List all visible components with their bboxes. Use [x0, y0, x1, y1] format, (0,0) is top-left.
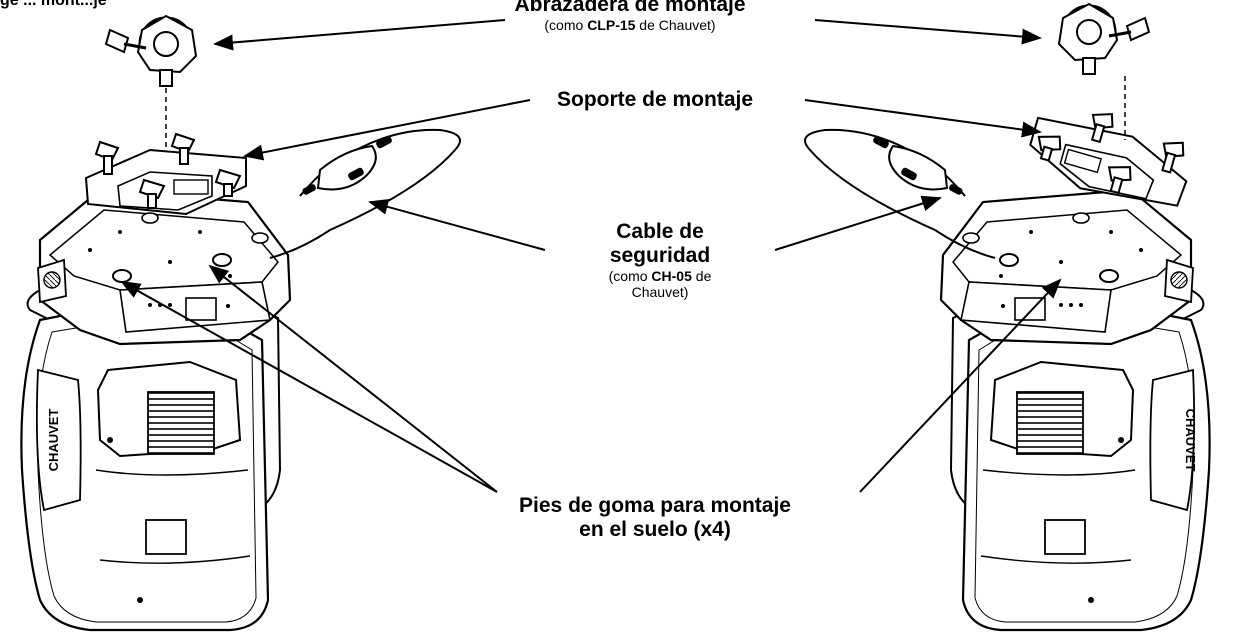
- right-mounting-clamp: [1057, 2, 1151, 76]
- arrow-feet-left-1: [120, 281, 498, 493]
- rubber-feet-label: Pies de goma para montaje en el suelo (x…: [455, 494, 855, 542]
- left-safety-cable: [269, 128, 461, 259]
- right-fixture-assembly: [804, 2, 1211, 632]
- clamp-label-subtitle: (como CLP-15 de Chauvet): [544, 17, 716, 34]
- clamp-model-code: CLP-15: [587, 17, 636, 34]
- arrow-bracket-left: [243, 99, 531, 161]
- safety-cable-subtitle: (como CH-05 de: [608, 268, 712, 285]
- arrow-cable-left: [368, 199, 546, 251]
- clamp-label: Abrazadera de montaje (como CLP-15 de Ch…: [470, 0, 790, 33]
- bracket-label: Soporte de montaje: [495, 88, 815, 112]
- arrow-clamp-left: [213, 19, 506, 51]
- bracket-label-title: Soporte de montaje: [556, 88, 754, 111]
- arrow-bracket-right: [804, 99, 1042, 138]
- cable-model-code: CH-05: [651, 268, 692, 285]
- clamp-label-title: Abrazadera de montaje: [514, 0, 746, 16]
- safety-cable-subtitle-line2: Chauvet): [631, 284, 689, 301]
- arrow-feet-right: [859, 278, 1062, 493]
- arrow-clamp-right: [814, 19, 1042, 45]
- left-moving-head-fixture: [20, 188, 292, 632]
- partial-heading: ge ... mont...je: [0, 0, 107, 9]
- safety-cable-title-line1: Cable de: [616, 220, 704, 243]
- arrow-cable-right: [774, 195, 942, 251]
- right-fixture-logo: CHAUVET: [1183, 409, 1198, 472]
- left-mounting-clamp: [104, 14, 198, 88]
- safety-cable-title-line2: seguridad: [609, 244, 711, 268]
- rubber-feet-title-line2: en el suelo (x4): [579, 518, 731, 542]
- right-moving-head-fixture: [939, 188, 1211, 632]
- rubber-feet-title-line1: Pies de goma para montaje: [519, 494, 791, 517]
- safety-cable-label: Cable de seguridad (como CH-05 de Chauve…: [560, 220, 760, 300]
- arrow-feet-left-2: [208, 264, 498, 493]
- left-fixture-assembly: [20, 14, 461, 632]
- left-fixture-logo: CHAUVET: [46, 409, 61, 472]
